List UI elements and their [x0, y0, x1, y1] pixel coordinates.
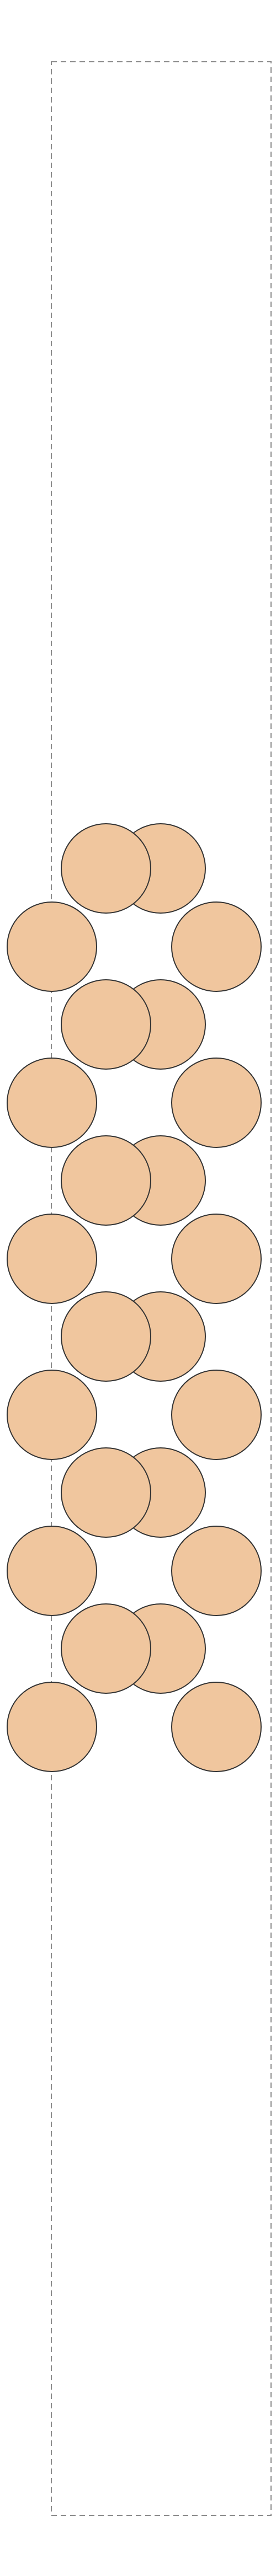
- sphere-front-right-row-1: [171, 901, 262, 992]
- sphere-front-right-row-4: [171, 1370, 262, 1460]
- sphere-front-left-row-5: [7, 1526, 97, 1616]
- sphere-front-left-row-6: [7, 1682, 97, 1772]
- sphere-group: [7, 823, 262, 1772]
- sphere-front-left-row-2: [7, 1058, 97, 1148]
- sphere-front-center-row-4: [61, 1291, 151, 1382]
- sphere-front-left-row-3: [7, 1214, 97, 1304]
- sphere-front-center-row-5: [61, 1447, 151, 1538]
- sphere-front-right-row-3: [171, 1214, 262, 1304]
- sphere-front-right-row-5: [171, 1526, 262, 1616]
- sphere-front-center-row-6: [61, 1603, 151, 1694]
- sphere-front-left-row-4: [7, 1370, 97, 1460]
- sphere-front-center-row-3: [61, 1135, 151, 1226]
- sphere-front-center-row-1: [61, 823, 151, 914]
- sphere-front-left-row-1: [7, 901, 97, 992]
- sphere-front-center-row-2: [61, 979, 151, 1070]
- sphere-front-right-row-2: [171, 1058, 262, 1148]
- sphere-front-right-row-6: [171, 1682, 262, 1772]
